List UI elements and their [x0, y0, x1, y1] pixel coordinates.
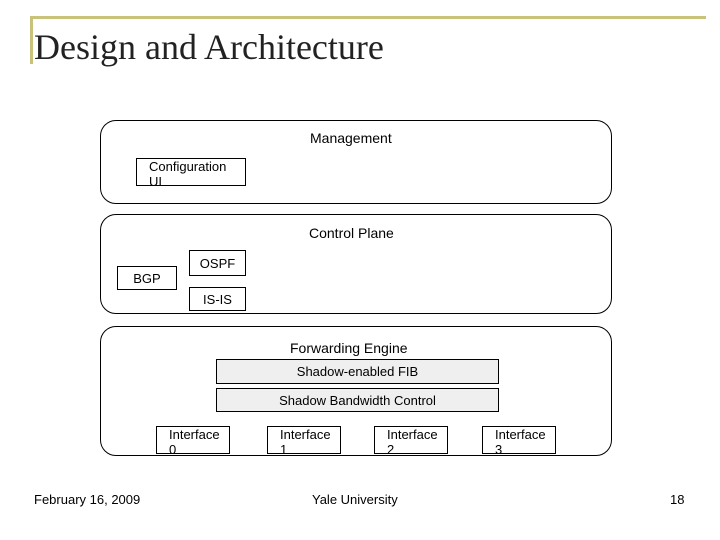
interface-1-box: Interface 1 — [267, 426, 341, 457]
footer-organization: Yale University — [312, 492, 398, 507]
management-label: Management — [310, 130, 392, 146]
control-plane-panel — [100, 214, 612, 314]
configuration-ui-box: Configuration UI — [136, 158, 246, 189]
isis-box: IS-IS — [189, 287, 246, 311]
title-frame-left — [30, 16, 33, 64]
bgp-box: BGP — [117, 266, 177, 290]
shadow-bandwidth-box: Shadow Bandwidth Control — [216, 388, 499, 412]
forwarding-engine-label: Forwarding Engine — [290, 340, 408, 356]
interface-2-box: Interface 2 — [374, 426, 448, 457]
title-frame-top — [30, 16, 706, 19]
control-plane-label: Control Plane — [309, 225, 394, 241]
footer-date: February 16, 2009 — [34, 492, 141, 507]
page-number: 18 — [670, 492, 685, 507]
interface-0-box: Interface 0 — [156, 426, 230, 457]
ospf-box: OSPF — [189, 250, 246, 276]
shadow-fib-box: Shadow-enabled FIB — [216, 359, 499, 384]
slide-title: Design and Architecture — [34, 27, 384, 67]
interface-3-box: Interface 3 — [482, 426, 556, 457]
